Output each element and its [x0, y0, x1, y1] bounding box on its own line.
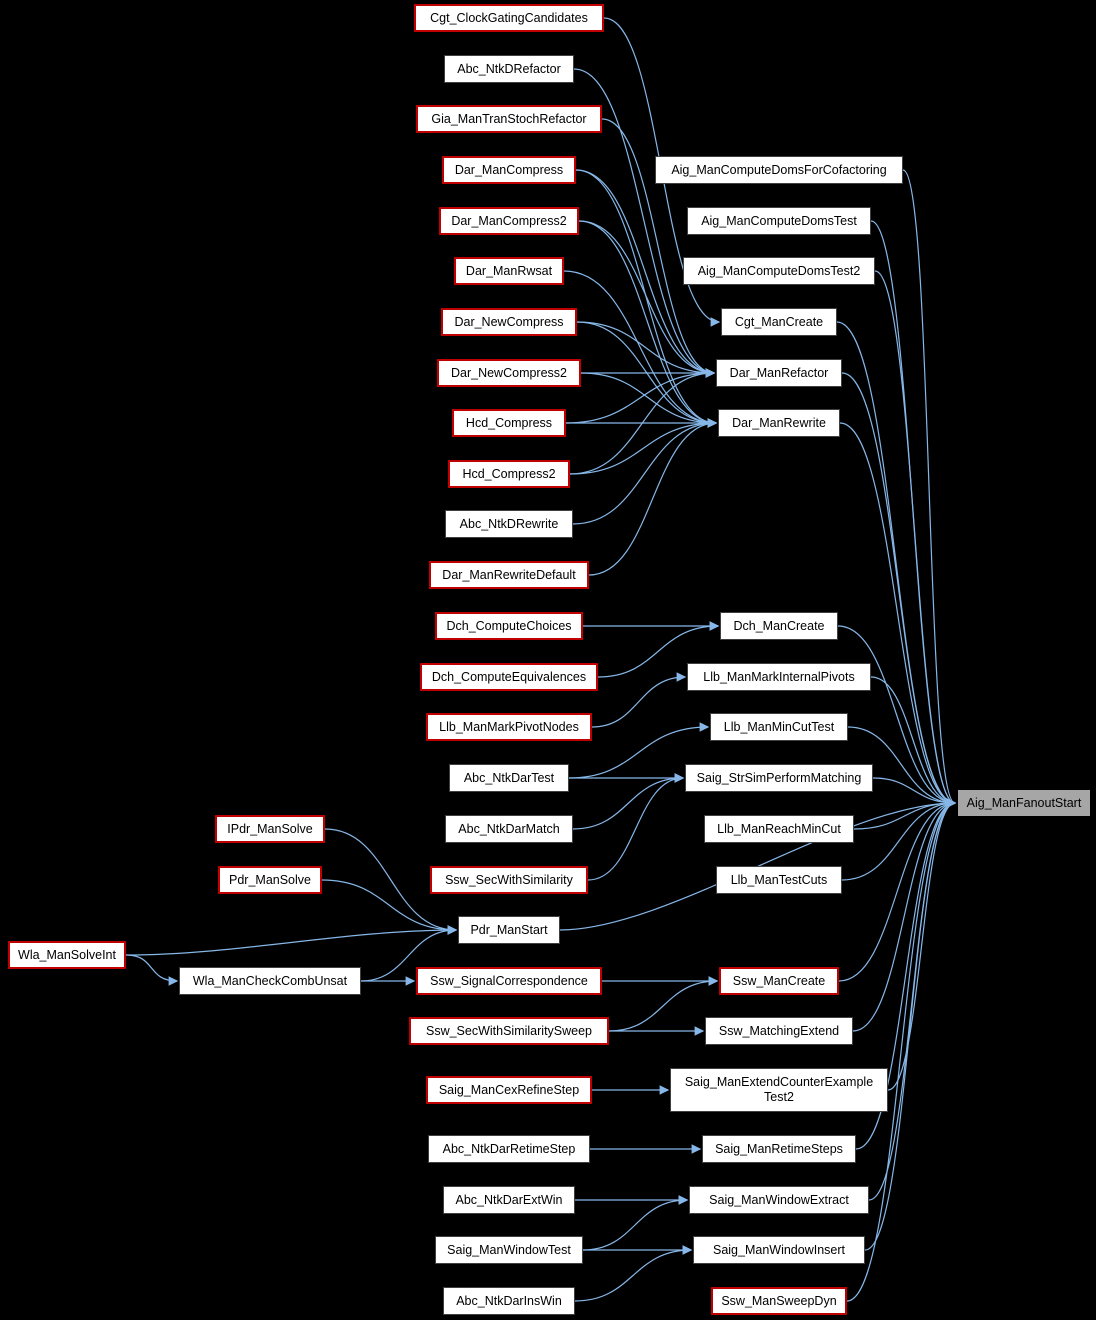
node-saig-manretimesteps[interactable]: Saig_ManRetimeSteps	[702, 1135, 856, 1163]
node-ssw-secwithsimilarity[interactable]: Ssw_SecWithSimilarity	[430, 866, 588, 894]
node-saig-mancexrefinestep[interactable]: Saig_ManCexRefineStep	[426, 1076, 592, 1104]
node-saig-manwindowextract[interactable]: Saig_ManWindowExtract	[689, 1186, 869, 1214]
node-wla-mansolveint[interactable]: Wla_ManSolveInt	[8, 941, 126, 969]
node-dar-manrefactor[interactable]: Dar_ManRefactor	[716, 359, 842, 387]
node-abc-ntkdrewrite[interactable]: Abc_NtkDRewrite	[445, 510, 573, 538]
node-abc-ntkdarinswin[interactable]: Abc_NtkDarInsWin	[443, 1287, 575, 1315]
node-llb-manmarkpivotnodes[interactable]: Llb_ManMarkPivotNodes	[426, 713, 592, 741]
node-saig-manwindowtest[interactable]: Saig_ManWindowTest	[435, 1236, 583, 1264]
node-aig-mancomputedomsforcofactoring[interactable]: Aig_ManComputeDomsForCofactoring	[655, 156, 903, 184]
node-abc-ntkdartest[interactable]: Abc_NtkDarTest	[449, 764, 569, 792]
node-cgt-clockgatingcandidates[interactable]: Cgt_ClockGatingCandidates	[414, 4, 604, 32]
node-pdr-manstart[interactable]: Pdr_ManStart	[458, 916, 560, 944]
node-dar-mancompress2[interactable]: Dar_ManCompress2	[439, 207, 579, 235]
node-llb-mantestcuts[interactable]: Llb_ManTestCuts	[716, 866, 842, 894]
node-abc-ntkdarretimestep[interactable]: Abc_NtkDarRetimeStep	[428, 1135, 590, 1163]
node-ssw-mancreate[interactable]: Ssw_ManCreate	[719, 967, 839, 995]
node-ssw-signalcorrespondence[interactable]: Ssw_SignalCorrespondence	[416, 967, 602, 995]
node-saig-manextendcounterexampletest2[interactable]: Saig_ManExtendCounterExample Test2	[670, 1068, 888, 1112]
node-abc-ntkdrefactor[interactable]: Abc_NtkDRefactor	[444, 55, 574, 83]
node-aig-manfanoutstart-target: Aig_ManFanoutStart	[957, 789, 1091, 817]
node-hcd-compress2[interactable]: Hcd_Compress2	[448, 460, 570, 488]
node-dch-computechoices[interactable]: Dch_ComputeChoices	[435, 612, 583, 640]
node-ssw-secwithsimilaritysweep[interactable]: Ssw_SecWithSimilaritySweep	[409, 1017, 609, 1045]
node-dar-mancompress[interactable]: Dar_ManCompress	[442, 156, 576, 184]
node-ssw-mansweepdyn[interactable]: Ssw_ManSweepDyn	[711, 1287, 847, 1315]
node-dar-newcompress[interactable]: Dar_NewCompress	[441, 308, 577, 336]
node-llb-manmarkinternalpivots[interactable]: Llb_ManMarkInternalPivots	[687, 663, 871, 691]
node-llb-manreachmincut[interactable]: Llb_ManReachMinCut	[704, 815, 854, 843]
node-saig-manwindowinsert[interactable]: Saig_ManWindowInsert	[693, 1236, 865, 1264]
node-abc-ntkdarmatch[interactable]: Abc_NtkDarMatch	[445, 815, 573, 843]
node-dar-manrewritedefault[interactable]: Dar_ManRewriteDefault	[429, 561, 589, 589]
node-dar-manrewrite[interactable]: Dar_ManRewrite	[718, 409, 840, 437]
node-wla-mancheckcombunsat[interactable]: Wla_ManCheckCombUnsat	[179, 967, 361, 995]
node-hcd-compress[interactable]: Hcd_Compress	[452, 409, 566, 437]
node-aig-mancomputedomstest[interactable]: Aig_ManComputeDomsTest	[687, 207, 871, 235]
node-dar-newcompress2[interactable]: Dar_NewCompress2	[437, 359, 581, 387]
node-aig-mancomputedomstest2[interactable]: Aig_ManComputeDomsTest2	[683, 257, 875, 285]
node-cgt-mancreate[interactable]: Cgt_ManCreate	[721, 308, 837, 336]
node-abc-ntkdarextwin[interactable]: Abc_NtkDarExtWin	[443, 1186, 575, 1214]
node-llb-manmincuttest[interactable]: Llb_ManMinCutTest	[710, 713, 848, 741]
node-pdr-mansolve[interactable]: Pdr_ManSolve	[218, 866, 322, 894]
node-ipdr-mansolve[interactable]: IPdr_ManSolve	[215, 815, 325, 843]
node-dch-computeequivalences[interactable]: Dch_ComputeEquivalences	[420, 663, 598, 691]
node-gia-mantranstochrefactor[interactable]: Gia_ManTranStochRefactor	[416, 105, 602, 133]
node-ssw-matchingextend[interactable]: Ssw_MatchingExtend	[705, 1017, 853, 1045]
node-dch-mancreate[interactable]: Dch_ManCreate	[720, 612, 838, 640]
node-saig-strsimperformmatching[interactable]: Saig_StrSimPerformMatching	[685, 764, 873, 792]
node-dar-manrwsat[interactable]: Dar_ManRwsat	[454, 257, 564, 285]
